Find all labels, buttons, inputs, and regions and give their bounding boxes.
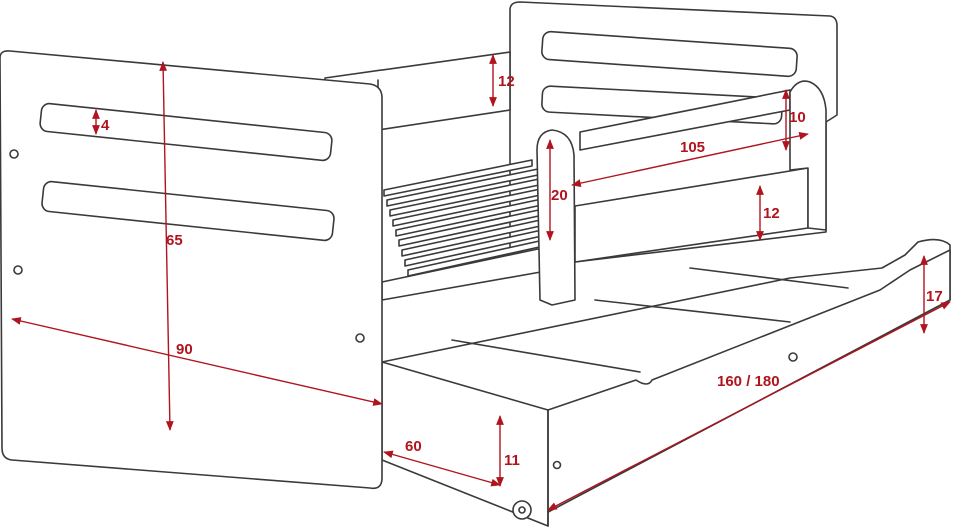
dimension-lines xyxy=(11,54,951,511)
label-back-rail-height: 12 xyxy=(498,73,515,90)
label-drawer-length: 160 / 180 xyxy=(717,373,780,390)
label-drawer-front-height: 11 xyxy=(504,452,520,469)
label-end-panel-height: 65 xyxy=(166,232,183,249)
label-barrier-length: 105 xyxy=(680,139,705,156)
drawer-wheel xyxy=(512,500,532,520)
label-side-rail-height: 12 xyxy=(763,205,780,222)
dimension-labels: 65 90 4 12 10 105 20 12 17 160 / 180 60 … xyxy=(101,73,943,469)
label-drawer-depth: 60 xyxy=(405,438,422,455)
label-barrier-height: 10 xyxy=(789,109,806,126)
label-drawer-height-back: 17 xyxy=(926,288,943,305)
footboard xyxy=(0,50,383,490)
barrier-post-middle xyxy=(536,129,576,306)
dim-line-160-180 xyxy=(547,301,951,511)
footboard-screw-3 xyxy=(355,333,365,343)
dim-line-90 xyxy=(11,317,383,406)
label-bed-width: 90 xyxy=(176,341,193,358)
label-front-slot-height: 4 xyxy=(101,117,110,134)
footboard-screw-2 xyxy=(13,265,23,275)
dim-line-105 xyxy=(571,132,809,187)
dim-line-60 xyxy=(383,450,501,487)
footboard-screw-1 xyxy=(9,149,19,159)
label-rail-gap: 20 xyxy=(551,187,568,204)
drawer-hole-left xyxy=(552,460,562,470)
footboard-slot-bottom xyxy=(41,180,335,242)
drawer-handle-hole xyxy=(788,352,798,362)
headboard-slot-top xyxy=(541,30,798,78)
slat xyxy=(383,159,533,197)
footboard-slot-top xyxy=(39,102,333,162)
